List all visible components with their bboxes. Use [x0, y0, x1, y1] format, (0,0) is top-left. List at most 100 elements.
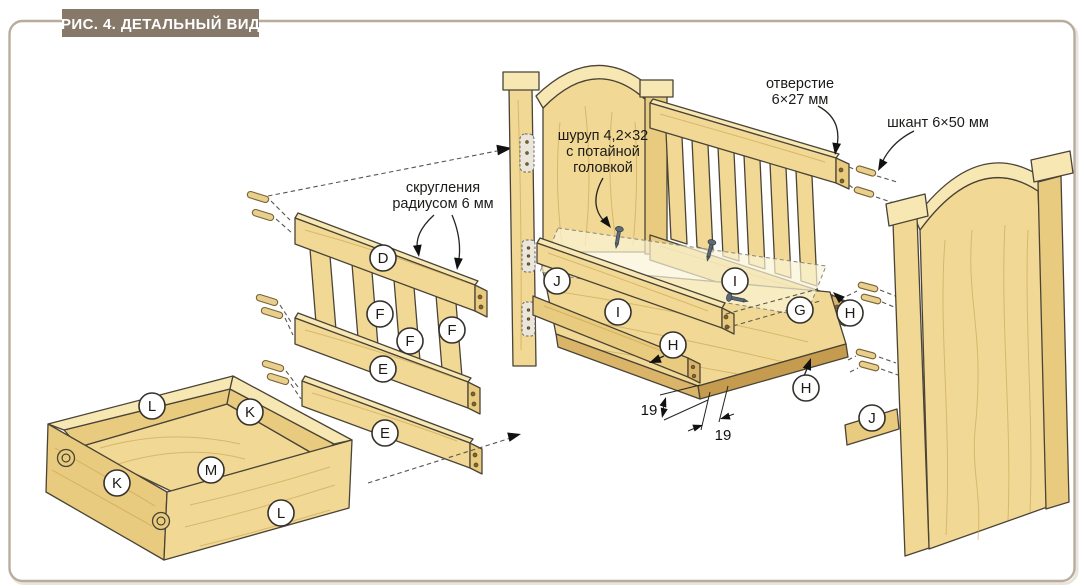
part-label-M: M — [197, 456, 225, 484]
dimension-19-horizontal: 19 — [687, 385, 735, 444]
dowel — [855, 348, 877, 360]
part-label-I: I — [721, 267, 749, 295]
svg-text:F: F — [447, 322, 456, 339]
part-label-L: L — [138, 392, 166, 420]
svg-text:J: J — [553, 273, 561, 290]
dimension-19-vertical: 19 — [641, 384, 709, 421]
dowel-hole — [723, 314, 729, 320]
leader-lines — [412, 105, 915, 377]
post-cap — [502, 71, 540, 91]
annotation-text: скругления — [406, 180, 480, 196]
dimension-value: 19 — [641, 402, 658, 419]
svg-text:F: F — [375, 306, 384, 323]
dowel — [858, 360, 880, 372]
rail-end-face — [474, 284, 488, 318]
screw — [706, 239, 717, 262]
post-cap — [1030, 150, 1074, 183]
title-band — [62, 9, 259, 37]
part-label-G: G — [786, 296, 814, 324]
front-rail — [536, 237, 735, 335]
dowel — [266, 372, 290, 386]
svg-text:D: D — [378, 250, 389, 267]
part-label-F: F — [366, 300, 394, 328]
dowel — [260, 306, 284, 320]
svg-text:K: K — [112, 475, 122, 492]
left-headboard — [502, 64, 674, 367]
part-label-L: L — [267, 499, 295, 527]
dowel-set-right — [846, 165, 900, 376]
svg-text:H: H — [801, 380, 812, 397]
dowel-set-left — [246, 144, 512, 400]
rail-end-face — [835, 157, 850, 190]
part-label-H: H — [792, 374, 820, 402]
svg-text:J: J — [868, 410, 876, 427]
svg-text:E: E — [380, 425, 390, 442]
dowel — [857, 281, 879, 293]
annotation-text: головкой — [573, 160, 633, 176]
screw — [614, 226, 624, 249]
dimension-value: 19 — [715, 427, 732, 444]
svg-text:I: I — [616, 304, 620, 321]
svg-text:L: L — [148, 398, 156, 415]
annotation-text: 6×27 мм — [772, 92, 829, 108]
dowel-hole — [473, 462, 479, 468]
annotation-screw: шуруп 4,2×32 с потайной головкой — [558, 128, 649, 176]
dowel — [261, 359, 285, 373]
annotation-text: радиусом 6 мм — [392, 196, 493, 212]
dowel-hole — [839, 178, 845, 184]
rail-end-face — [687, 357, 701, 384]
dowel — [246, 190, 270, 204]
dowel-hole — [477, 294, 483, 300]
dowel-hole — [470, 391, 476, 397]
rail-end-face — [469, 442, 483, 475]
part-label-J: J — [543, 267, 571, 295]
rail-end-face — [467, 381, 481, 415]
dowel — [860, 293, 882, 305]
svg-text:M: M — [205, 462, 218, 479]
drawer-knob — [151, 511, 171, 531]
headboard-panel — [919, 177, 1054, 550]
drawer-knob — [56, 448, 76, 468]
shelf-left-edge — [555, 333, 701, 400]
part-label-I: I — [604, 298, 632, 326]
figure-title: РИС. 4. ДЕТАЛЬНЫЙ ВИД — [61, 15, 260, 33]
dowel-hole — [472, 452, 478, 458]
part-labels: D F F F E E L K K M L J I I G H H H J — [103, 244, 886, 527]
svg-text:L: L — [277, 505, 285, 522]
dowel — [855, 165, 877, 177]
drawer-right-rim — [229, 375, 353, 445]
annotation-rounding: скругления радиусом 6 мм — [392, 180, 493, 212]
dowel-hole — [471, 401, 477, 407]
screw — [726, 292, 749, 303]
annotation-text: шкант 6×50 мм — [887, 115, 989, 131]
svg-text:I: I — [733, 273, 737, 290]
part-label-E: E — [371, 419, 399, 447]
dowel — [255, 293, 279, 307]
post-cap — [885, 193, 929, 227]
svg-text:H: H — [845, 305, 856, 322]
part-label-E: E — [369, 355, 397, 383]
svg-text:F: F — [405, 333, 414, 350]
drawer-front-panel — [163, 439, 353, 561]
part-label-F: F — [438, 316, 466, 344]
part-label-J: J — [858, 404, 886, 432]
dowel-hole — [478, 304, 484, 310]
dowel — [853, 186, 875, 198]
bottom-shelf — [541, 265, 849, 400]
svg-text:G: G — [794, 302, 806, 319]
part-label-H: H — [659, 331, 687, 359]
annotation-text: с потайной — [566, 144, 640, 160]
dowel — [251, 208, 275, 222]
dowel-hole — [691, 373, 697, 379]
svg-text:E: E — [378, 361, 388, 378]
annotation-text: отверстие — [766, 76, 834, 92]
slide-arrow — [507, 432, 521, 442]
part-label-H: H — [836, 299, 864, 327]
part-label-K: K — [103, 469, 131, 497]
mounting-bracket — [521, 239, 536, 273]
dowel-hole — [690, 364, 696, 370]
part-label-D: D — [369, 244, 397, 272]
svg-text:H: H — [668, 337, 679, 354]
